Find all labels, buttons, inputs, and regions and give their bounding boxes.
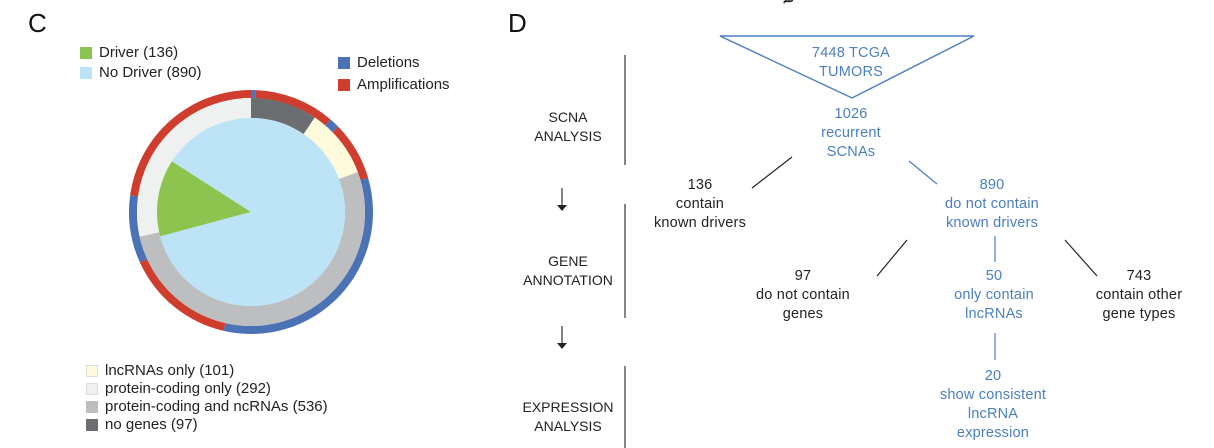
node-no-known-drivers: 890 do not contain known drivers xyxy=(945,177,1039,231)
legend-label-lncrnas-only: lncRNAs only (101) xyxy=(105,362,235,379)
legend-deletions: Deletions xyxy=(338,54,420,71)
panel-d-letter: D xyxy=(508,8,527,38)
stage-expression-analysis: EXPRESSION ANALYSIS xyxy=(522,399,614,434)
pie-slice-amplifications xyxy=(130,90,251,197)
legend-swatch-protein-coding-ncrnas xyxy=(86,400,98,413)
node-other-gene-types: 743 contain other gene types xyxy=(1095,268,1183,322)
legend-label-no-genes: no genes (97) xyxy=(105,416,198,433)
legend-no-genes: no genes (97) xyxy=(86,416,198,433)
legend-lncrnas-only: lncRNAs only (101) xyxy=(86,362,234,379)
legend-swatch-no-genes xyxy=(86,418,98,431)
legend-label-driver: Driver (136) xyxy=(99,44,179,61)
legend-no-driver: No Driver (890) xyxy=(80,64,202,81)
node-lncrna-only: 50 only contain lncRNAs xyxy=(954,268,1034,322)
legend-label-amplifications: Amplifications xyxy=(357,76,450,93)
legend-driver: Driver (136) xyxy=(80,44,178,61)
legend-swatch-deletions xyxy=(338,56,350,69)
node-known-drivers: 136 contain known drivers xyxy=(653,177,747,231)
branch-to-known-drivers xyxy=(751,156,793,189)
pie-slice-driver xyxy=(157,161,251,237)
pie-slice-deletions xyxy=(128,195,148,263)
pie-slice-deletions xyxy=(325,119,339,133)
pie-slice-amplifications xyxy=(139,259,226,331)
legend-swatch-protein-coding-only xyxy=(86,382,98,395)
stage-gene-annotation: GENE ANNOTATION xyxy=(523,253,613,288)
stage-arrow-1-head xyxy=(557,205,567,211)
pie-slice-protein-coding-and-ncrnas xyxy=(139,172,365,326)
pie-slice-amplifications xyxy=(255,90,331,126)
branch-to-no-drivers xyxy=(908,160,938,185)
node-no-genes: 97 do not contain genes xyxy=(756,268,850,322)
ring-scna-type xyxy=(128,90,373,334)
legend-label-protein-coding-ncrnas: protein-coding and ncRNAs (536) xyxy=(105,398,328,415)
legend-swatch-amplifications xyxy=(338,78,350,91)
legend-label-deletions: Deletions xyxy=(357,54,420,71)
pie-slice-no-genes xyxy=(251,98,315,135)
legend-swatch-driver xyxy=(80,46,92,59)
legend-label-protein-coding-only: protein-coding only (292) xyxy=(105,380,271,397)
pie-slice-deletions xyxy=(223,177,373,334)
pie-slice-deletions xyxy=(251,90,256,99)
tumors-funnel-triangle xyxy=(719,35,975,99)
pie-slice-protein-coding-only xyxy=(137,98,251,237)
panel-c-letter: C xyxy=(28,8,47,38)
legend-swatch-no-driver xyxy=(80,66,92,79)
legend-amplifications: Amplifications xyxy=(338,76,450,93)
stage-scna-analysis: SCNA ANALYSIS xyxy=(534,109,602,144)
stage-arrow-2-head xyxy=(557,343,567,349)
ring-gene-content xyxy=(137,98,365,326)
node-recurrent-scnas: 1026 recurrent SCNAs xyxy=(821,106,881,160)
pie-slice-amplifications xyxy=(332,126,369,180)
legend-label-no-driver: No Driver (890) xyxy=(99,64,202,81)
branch-to-other-types xyxy=(1064,239,1098,277)
node-consistent-expression: 20 show consistent lncRNA expression xyxy=(939,368,1047,441)
node-tcga-tumors: 7448 TCGA TUMORS xyxy=(811,45,891,80)
legend-swatch-lncrnas-only xyxy=(86,364,98,377)
branch-to-no-genes xyxy=(876,239,908,277)
legend-protein-coding-only: protein-coding only (292) xyxy=(86,380,271,397)
legend-protein-coding-ncrnas: protein-coding and ncRNAs (536) xyxy=(86,398,328,415)
nested-pie-chart xyxy=(128,90,373,334)
pie-slice-lncrnas-only xyxy=(303,117,358,180)
ring-driver-status xyxy=(157,118,345,306)
pie-slice-no-driver xyxy=(160,118,345,306)
